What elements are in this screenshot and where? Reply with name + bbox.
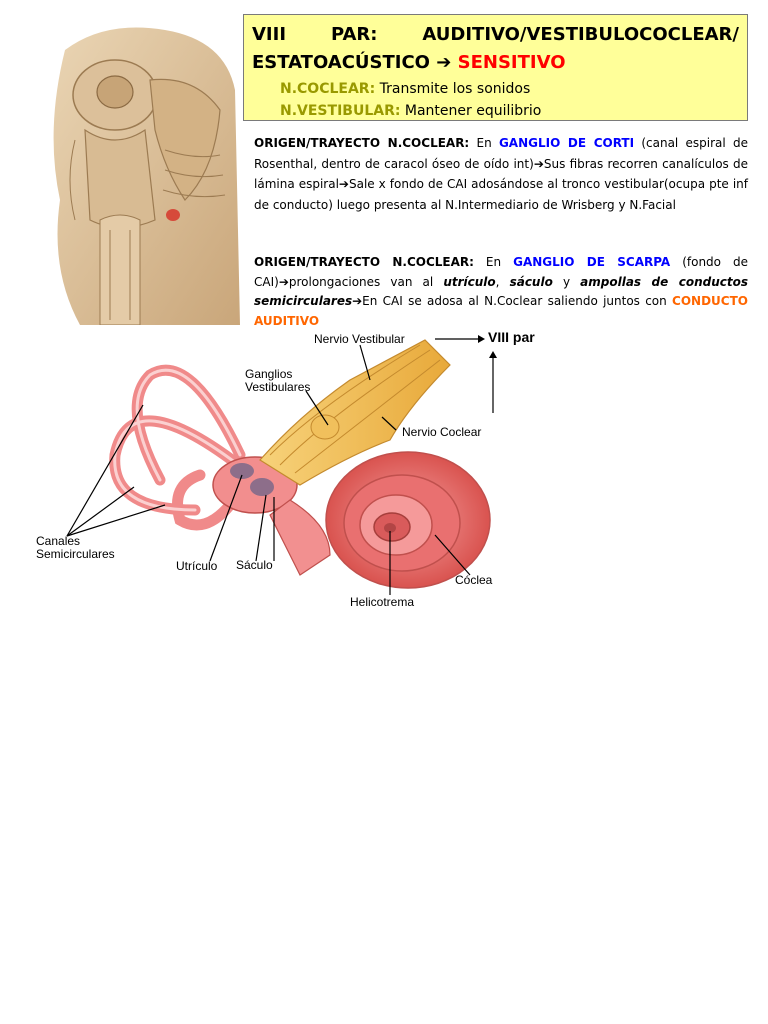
paragraph-text: , xyxy=(495,274,510,289)
cochlea-shape xyxy=(325,451,491,589)
conducto-auditivo-highlight: CONDUCTO AUDITIVO xyxy=(254,294,748,328)
inner-ear-diagram: Nervio Vestibular VIII par Ganglios Vest… xyxy=(36,329,535,609)
label-semicirculares: Semicirculares xyxy=(36,547,115,561)
vestibular-line: N.VESTIBULAR: Mantener equilibrio xyxy=(280,103,541,119)
paragraph-scarpa: ORIGEN/TRAYECTO N.COCLEAR: En GANGLIO DE… xyxy=(254,253,748,331)
paragraph-text: Sale x fondo de CAI adosándose al tronco… xyxy=(254,177,748,212)
label-canales: Canales xyxy=(36,534,80,548)
paragraph-text: Sus fibras recorren canalículos de lámin… xyxy=(254,156,749,192)
term-utriculo: utrículo xyxy=(443,274,496,289)
label-helicotrema: Helicotrema xyxy=(350,595,414,609)
paragraph-text: prolongaciones van al xyxy=(288,274,444,289)
vestibular-label: N.VESTIBULAR: xyxy=(280,103,401,119)
paragraph-text: En xyxy=(469,136,499,150)
arrow-right-icon: ➔ xyxy=(436,52,452,73)
paragraph-text: En xyxy=(473,255,514,269)
label-saculo: Sáculo xyxy=(236,558,273,572)
label-vestibulares: Vestibulares xyxy=(245,380,310,394)
paragraph-text: y xyxy=(552,274,581,289)
coclear-text: Transmite los sonidos xyxy=(375,81,531,97)
title-word-viii: VIII xyxy=(252,24,287,45)
paragraph-text: En CAI se adosa al N.Coclear saliendo ju… xyxy=(362,294,673,308)
paragraph-label: ORIGEN/TRAYECTO N.COCLEAR: xyxy=(254,136,470,150)
label-utriculo: Utrículo xyxy=(176,559,218,573)
ganglion-name: GANGLIO DE SCARPA xyxy=(513,255,671,269)
label-ganglios: Ganglios xyxy=(245,367,292,381)
label-viii-par: VIII par xyxy=(488,329,535,345)
title-prefix: ESTATOACÚSTICO xyxy=(252,52,430,73)
title-box: VIII PAR: AUDITIVO/VESTIBULOCOCLEAR/ EST… xyxy=(243,14,748,121)
title-highlight: SENSITIVO xyxy=(457,52,566,73)
page-title-line2: ESTATOACÚSTICO ➔ SENSITIVO xyxy=(252,52,739,73)
brainstem-illustration xyxy=(53,27,240,325)
label-nervio-coclear: Nervio Coclear xyxy=(402,425,481,439)
arrow-right-icon: ➔ xyxy=(533,156,544,171)
arrow-right-icon: ➔ xyxy=(338,177,349,191)
coclear-line: N.COCLEAR: Transmite los sonidos xyxy=(280,81,530,97)
paragraph-text: (canal espiral de Rosenthal, dentro de c… xyxy=(254,136,748,171)
label-coclea: Cóclea xyxy=(455,573,493,587)
paragraph-text: (fondo de CAI) xyxy=(254,255,748,289)
arrow-right-icon: ➔ xyxy=(352,294,363,308)
ganglion-name: GANGLIO DE CORTI xyxy=(498,136,635,150)
nerve-bundle-shape xyxy=(259,339,451,486)
term-saculo: sáculo xyxy=(509,274,553,289)
title-word-par: PAR: xyxy=(330,24,378,45)
term-ampollas: ampollas de conductos semicirculares xyxy=(254,274,748,309)
label-nervio-vestibular: Nervio Vestibular xyxy=(314,332,405,346)
arrow-right-icon: ➔ xyxy=(278,274,289,289)
page-title-line1: VIII PAR: AUDITIVO/VESTIBULOCOCLEAR/ xyxy=(252,24,739,45)
paragraph-corti: ORIGEN/TRAYECTO N.COCLEAR: En GANGLIO DE… xyxy=(254,133,748,215)
paragraph-label: ORIGEN/TRAYECTO N.COCLEAR: xyxy=(254,255,474,269)
coclear-label: N.COCLEAR: xyxy=(280,81,376,97)
vestibular-text: Mantener equilibrio xyxy=(400,103,542,119)
title-word-auditivo: AUDITIVO/VESTIBULOCOCLEAR/ xyxy=(422,24,739,45)
